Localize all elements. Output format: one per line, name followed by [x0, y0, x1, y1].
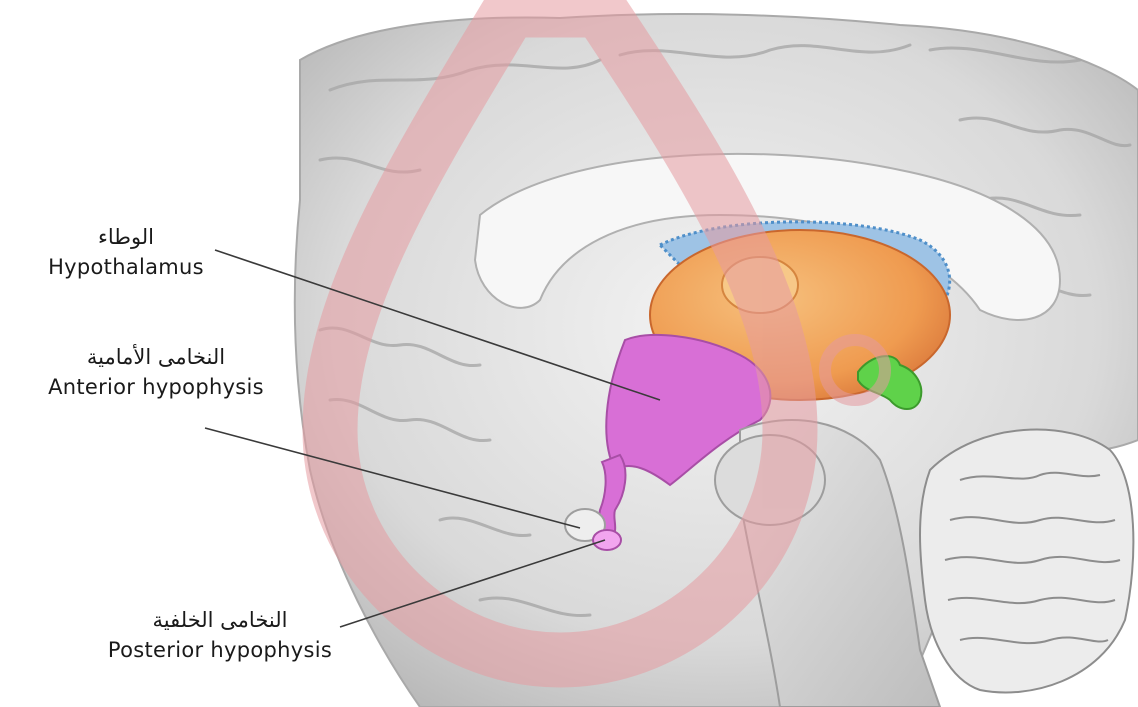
anterior-label-en: Anterior hypophysis	[6, 372, 306, 402]
posterior-hypophysis-label: النخامى الخلفية Posterior hypophysis	[55, 605, 385, 665]
posterior-label-en: Posterior hypophysis	[55, 635, 385, 665]
posterior-label-ar: النخامى الخلفية	[55, 605, 385, 635]
hypothalamus-label-ar: الوطاء	[16, 222, 236, 252]
anterior-hypophysis-label: النخامى الأمامية Anterior hypophysis	[6, 342, 306, 402]
hypothalamus-label-en: Hypothalamus	[16, 252, 236, 282]
anterior-label-ar: النخامى الأمامية	[6, 342, 306, 372]
hypothalamus-label: الوطاء Hypothalamus	[16, 222, 236, 282]
posterior-pituitary	[593, 530, 621, 550]
